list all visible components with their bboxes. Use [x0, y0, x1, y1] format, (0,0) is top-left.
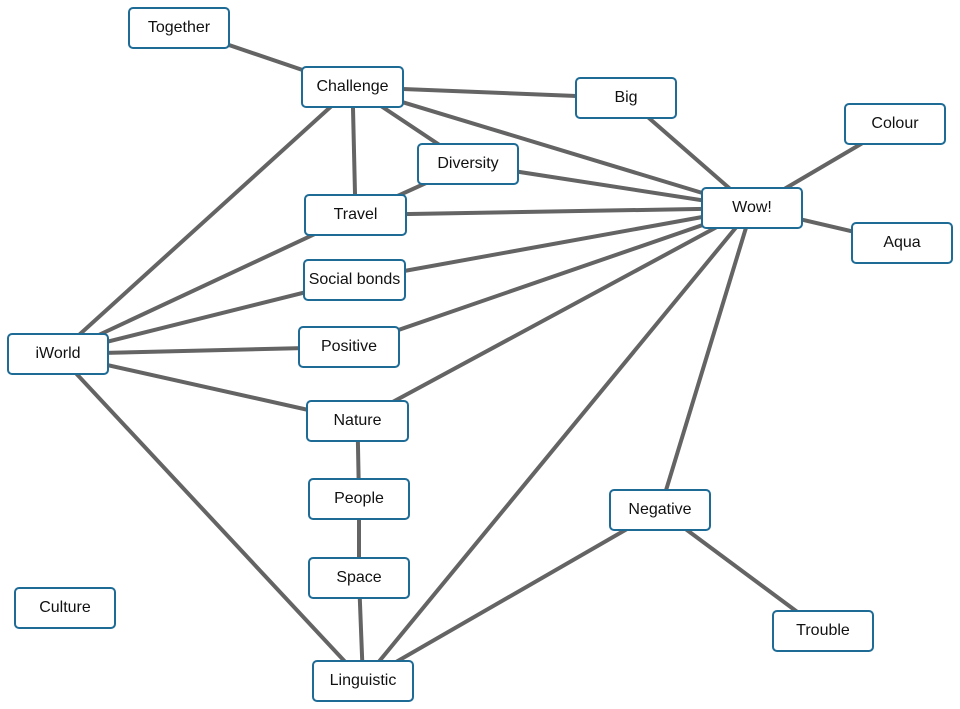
- edge-positive-wow: [348, 206, 753, 349]
- node-linguistic[interactable]: Linguistic: [312, 660, 414, 702]
- node-nature[interactable]: Nature: [306, 400, 409, 442]
- edge-wow-negative: [658, 207, 754, 511]
- node-negative[interactable]: Negative: [609, 489, 711, 531]
- node-people[interactable]: People: [308, 478, 410, 520]
- node-challenge[interactable]: Challenge: [301, 66, 404, 108]
- edge-challenge-iworld: [56, 85, 354, 356]
- node-culture[interactable]: Culture: [14, 587, 116, 629]
- node-trouble[interactable]: Trouble: [772, 610, 874, 652]
- edge-nature-wow: [356, 206, 753, 423]
- node-positive[interactable]: Positive: [298, 326, 400, 368]
- edge-iworld-linguistic: [56, 352, 365, 683]
- node-colour[interactable]: Colour: [844, 103, 946, 145]
- node-travel[interactable]: Travel: [304, 194, 407, 236]
- node-big[interactable]: Big: [575, 77, 677, 119]
- node-iworld[interactable]: iWorld: [7, 333, 109, 375]
- edge-travel-wow: [355, 206, 753, 217]
- node-diversity[interactable]: Diversity: [417, 143, 519, 185]
- edge-challenge-travel: [350, 86, 358, 216]
- node-space[interactable]: Space: [308, 557, 410, 599]
- edge-travel-iworld: [57, 213, 357, 356]
- edge-wow-linguistic: [361, 206, 754, 683]
- node-wow[interactable]: Wow!: [701, 187, 803, 229]
- edge-negative-linguistic: [362, 508, 661, 683]
- edge-challenge-wow: [351, 85, 753, 210]
- edge-social_bonds-wow: [354, 206, 753, 282]
- node-social-bonds[interactable]: Social bonds: [303, 259, 406, 301]
- node-aqua[interactable]: Aqua: [851, 222, 953, 264]
- node-together[interactable]: Together: [128, 7, 230, 49]
